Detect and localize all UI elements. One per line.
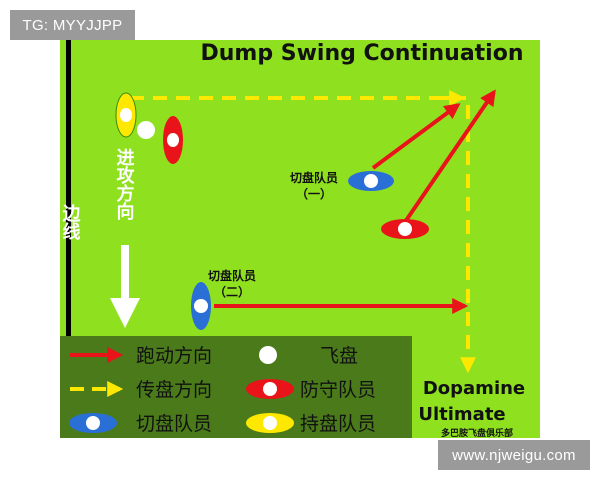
watermark-tag-top: TG: MYYJJPP [10, 10, 135, 40]
legend-run-label: 跑动方向 [136, 345, 212, 367]
brand-line2: Ultimate [418, 404, 505, 425]
diagram-title: Dump Swing Continuation [200, 41, 523, 66]
run-arrow-cutter-one [371, 103, 461, 170]
legend-disc: 飞盘 [259, 345, 358, 367]
disc [137, 121, 155, 139]
sideline [66, 40, 71, 340]
watermark-tag-bottom: www.njweigu.com [438, 440, 590, 470]
legend-disc-icon [259, 346, 277, 364]
legend-run: 跑动方向 [70, 345, 212, 367]
cutter-one [348, 171, 394, 191]
brand-line1: Dopamine [423, 378, 525, 399]
legend-pass-label: 传盘方向 [136, 379, 212, 401]
run-arrow-defender [403, 89, 496, 224]
defender-mid [381, 219, 429, 239]
cutter-two-label: 切盘队员 [208, 268, 256, 283]
handler-player [115, 92, 137, 138]
sideline-label: 边线 [60, 204, 82, 240]
pass-path [130, 96, 476, 374]
cutter-one-index: （一） [296, 186, 332, 201]
legend-defender: 防守队员 [246, 379, 376, 401]
legend-cutter-label: 切盘队员 [136, 413, 212, 435]
legend-cutter: 切盘队员 [69, 413, 212, 435]
legend-handler: 持盘队员 [246, 413, 376, 435]
defender-near-handler [163, 116, 183, 164]
brand-sub: 多巴胺飞盘俱乐部 [441, 427, 513, 439]
cutter-two-index: （二） [214, 284, 250, 299]
attack-direction-label: 进攻方向 [114, 148, 135, 221]
cutter-one-label: 切盘队员 [290, 170, 338, 185]
legend-handler-label: 持盘队员 [300, 413, 376, 435]
legend-pass: 传盘方向 [70, 379, 212, 401]
cutter-two [191, 282, 211, 330]
legend-disc-label: 飞盘 [320, 345, 358, 367]
legend-defender-label: 防守队员 [300, 379, 376, 401]
attack-direction-arrow [110, 245, 140, 328]
